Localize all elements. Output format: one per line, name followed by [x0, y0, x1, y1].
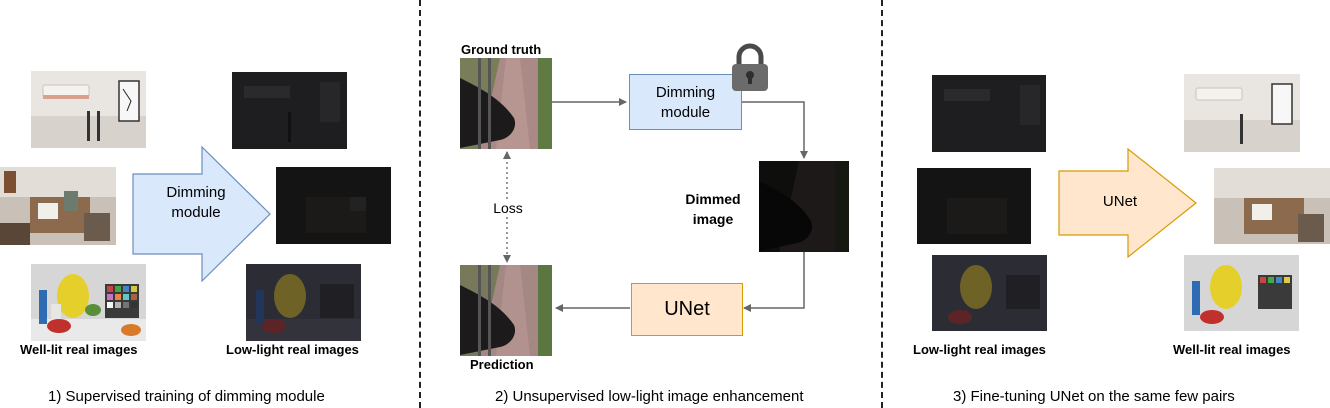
low-light-image-room-2 [932, 75, 1046, 152]
label-ground-truth: Ground truth [461, 42, 542, 57]
dimmed-image-label-line1: Dimmed [685, 191, 741, 207]
dimming-module-box: Dimming module [629, 74, 742, 130]
caption-panel-1: 1) Supervised training of dimming module [48, 388, 325, 405]
well-lit-image-toys-2 [1184, 255, 1299, 331]
loss-label: Loss [490, 199, 526, 217]
label-well-lit-real-images: Well-lit real images [20, 342, 138, 357]
label-low-light-real-images: Low-light real images [226, 342, 359, 357]
low-light-image-room [232, 72, 347, 149]
dimming-module-line1: Dimming [655, 84, 716, 101]
ground-truth-image [460, 58, 552, 149]
lock-icon [732, 43, 768, 91]
unet-arrow-label: UNet [1102, 193, 1138, 210]
low-light-image-desk-2 [917, 168, 1031, 244]
well-lit-image-desk [0, 167, 116, 245]
dimming-module-line2: module [660, 104, 711, 121]
separator-2 [881, 0, 883, 408]
well-lit-image-toys [31, 264, 146, 341]
dimmed-image-label: Dimmed image [680, 189, 746, 229]
separator-1 [419, 0, 421, 408]
unet-arrow-shape [1058, 148, 1197, 258]
arrow-dimmed-to-unet [743, 252, 805, 312]
dimmed-image [759, 161, 849, 252]
dimming-arrow-shape [132, 146, 271, 282]
dimming-arrow-label-line2: module [171, 204, 221, 221]
dimming-arrow-label-line1: Dimming [166, 184, 226, 201]
label-well-lit-real-images-2: Well-lit real images [1173, 342, 1291, 357]
label-low-light-real-images-2: Low-light real images [913, 342, 1046, 357]
label-prediction: Prediction [470, 357, 534, 372]
prediction-image [460, 265, 552, 356]
dimming-arrow-label: Dimming module [132, 183, 260, 223]
low-light-image-desk [276, 167, 391, 244]
well-lit-image-desk-2 [1214, 168, 1330, 244]
arrow-dimming-to-dimmed [742, 101, 808, 159]
caption-panel-2: 2) Unsupervised low-light image enhancem… [495, 388, 804, 405]
unet-box: UNet [631, 283, 743, 336]
low-light-image-toys-2 [932, 255, 1047, 331]
low-light-image-toys [246, 264, 361, 341]
well-lit-image-room [31, 71, 146, 148]
caption-panel-3: 3) Fine-tuning UNet on the same few pair… [953, 388, 1235, 405]
well-lit-image-room-2 [1184, 74, 1300, 152]
dimmed-image-label-line2: image [692, 211, 734, 227]
